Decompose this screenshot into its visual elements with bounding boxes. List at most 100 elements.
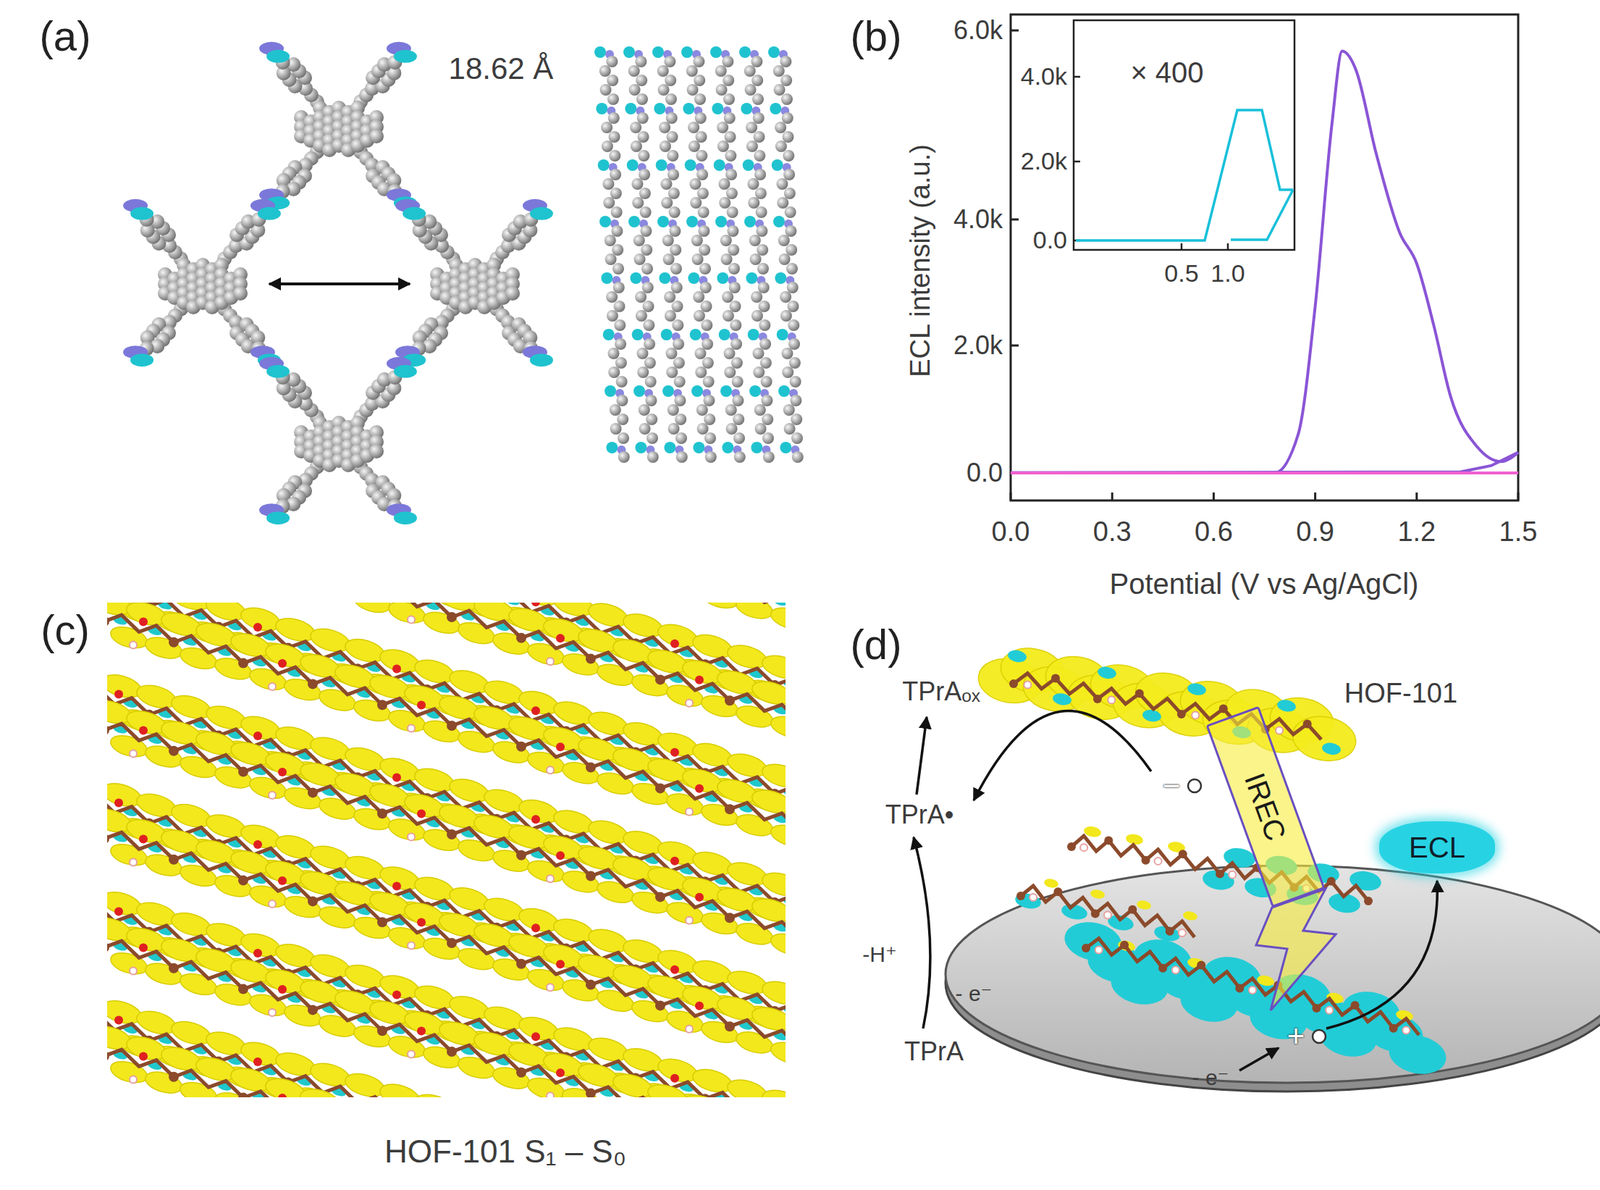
atom [638, 168, 651, 181]
atom [697, 225, 710, 237]
atom [608, 366, 620, 378]
carbon-atom [724, 695, 735, 706]
hole-density [1007, 648, 1028, 664]
hof-molecule [123, 199, 281, 367]
x-tick-label: 0.0 [991, 516, 1031, 549]
mechanism-illustration [913, 643, 1600, 1092]
carbon-atom [516, 1067, 527, 1078]
hole-injection-arrow [1239, 1047, 1279, 1071]
hole-dot [1312, 1029, 1326, 1043]
atom [732, 413, 745, 425]
oxygen-atom [670, 965, 680, 974]
density-lobe [663, 898, 706, 928]
atom [760, 375, 773, 388]
atom [605, 55, 618, 68]
atom [784, 422, 796, 435]
atom [666, 149, 679, 162]
carbon-atom [1135, 689, 1144, 698]
oxygen-atom [670, 856, 680, 866]
hydrogen-atom [685, 916, 693, 924]
carbon-atom [168, 1071, 179, 1082]
oxygen-atom [695, 892, 704, 902]
oxygen-atom [253, 622, 263, 632]
atom [692, 291, 705, 303]
carboxyl-h [720, 385, 732, 397]
atom [660, 196, 673, 209]
stacked-layer-column [739, 46, 775, 463]
inset-curve [1075, 110, 1294, 241]
atom [758, 319, 771, 331]
hydrogen-atom [685, 699, 693, 707]
oxygen-atom [695, 675, 704, 685]
density-lobe [784, 602, 786, 610]
carbon-atom [307, 678, 318, 689]
atom [640, 243, 653, 256]
carboxyl-h [402, 207, 426, 221]
density-lobe [768, 929, 786, 959]
node-text: ECL [1408, 831, 1466, 863]
oxygen-atom [139, 834, 148, 843]
electron-dot [1188, 779, 1202, 793]
atom [633, 234, 646, 247]
atom [666, 112, 678, 124]
atom [673, 356, 685, 369]
oxygen-atom [253, 948, 263, 958]
carboxyl-h [740, 102, 753, 115]
atom [781, 93, 793, 105]
stacked-layer-column [681, 46, 717, 463]
inset-x-tick [1227, 243, 1230, 250]
atom [691, 234, 703, 247]
density-lobe [351, 804, 393, 834]
oxygen-atom [278, 984, 287, 994]
y-tick-label: 0.0 [966, 457, 1003, 488]
atom [788, 338, 800, 350]
density-lobe [629, 670, 671, 700]
density-lobe [420, 933, 462, 963]
hydrogen-atom [685, 1025, 693, 1033]
density-lobe [177, 969, 219, 999]
y-tick-label: 4.0k [953, 204, 1003, 234]
density-lobe [107, 1057, 150, 1086]
atom [660, 178, 672, 190]
carboxyl-h [716, 272, 729, 284]
carboxyl-h [130, 353, 154, 367]
carboxyl-h [774, 272, 787, 284]
carbon-atom [307, 895, 318, 906]
carboxyl-h [393, 364, 418, 378]
density-lobe [698, 691, 740, 721]
atom [723, 347, 735, 360]
atom [689, 178, 701, 190]
atom [670, 262, 682, 275]
atom [725, 403, 738, 416]
electron-density [1182, 910, 1199, 922]
atom [755, 422, 767, 435]
atom [645, 394, 657, 407]
density-lobe [385, 705, 428, 735]
x-tick [1517, 492, 1520, 501]
x-tick-label: 0.6 [1194, 516, 1233, 549]
carboxyl-h [681, 46, 693, 58]
hydrogen-atom [268, 1008, 276, 1016]
density-lobe [594, 660, 636, 690]
carbon-atom [1127, 904, 1137, 914]
density-lobe [594, 768, 636, 798]
atom [642, 281, 654, 294]
carbon-atom [724, 1020, 735, 1031]
density-lobe [524, 747, 567, 777]
top-hof-layer [974, 643, 1359, 766]
hof-molecule [259, 41, 418, 210]
density-lobe [332, 1094, 378, 1097]
atom [603, 196, 615, 209]
atom [734, 451, 746, 463]
atom [717, 140, 730, 153]
density-lobe [246, 990, 289, 1020]
atom [702, 394, 715, 407]
atom [731, 375, 744, 388]
density-lobe [559, 1083, 601, 1097]
hydrogen-atom [546, 657, 554, 665]
atom [787, 300, 800, 313]
hydrogen-atom [1402, 1025, 1410, 1034]
density-lobe [177, 1078, 219, 1097]
density-lobe [351, 912, 393, 942]
atom [700, 319, 713, 331]
